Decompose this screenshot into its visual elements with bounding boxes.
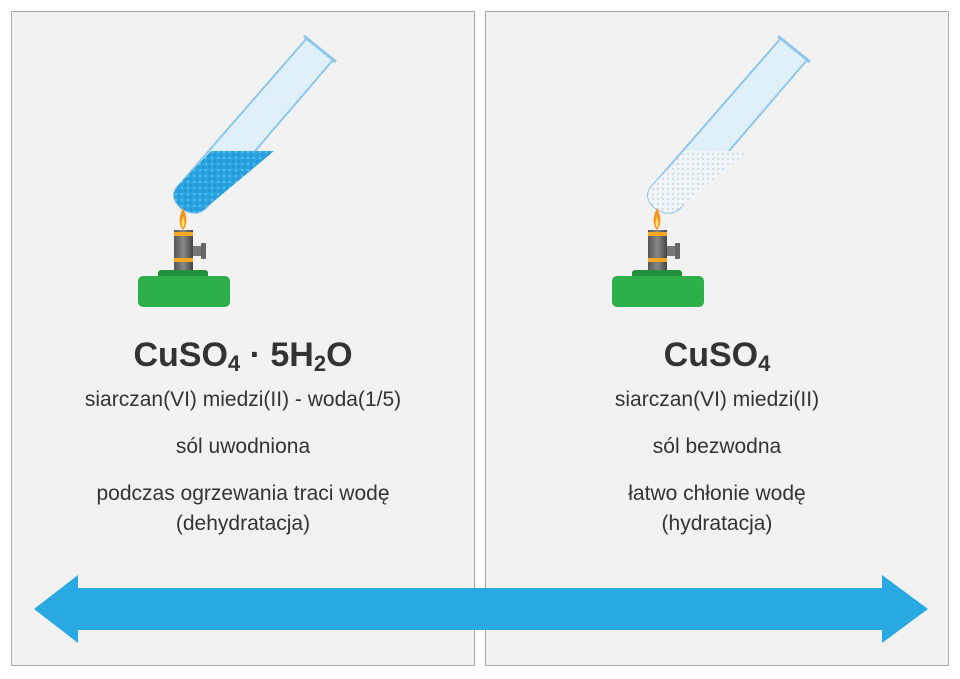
flame-icon [653, 208, 661, 230]
formula-anhydrous: CuSO4 [663, 336, 771, 376]
description-line-1: łatwo chłonie wodę [628, 482, 806, 505]
test-tube-over-burner-icon [138, 34, 337, 307]
description-line-2: (dehydratacja) [175, 512, 311, 535]
salt-type: sól bezwodna [652, 435, 782, 458]
compound-name: siarczan(VI) miedzi(II) [614, 388, 820, 411]
test-tube-icon [647, 34, 811, 214]
salt-type: sól uwodniona [175, 435, 311, 458]
burner-icon [138, 230, 230, 307]
test-tube-icon [173, 34, 337, 214]
description-line-1: podczas ogrzewania traci wodę [96, 482, 390, 505]
formula-hydrated: CuSO4 · 5H2O [133, 336, 353, 376]
description-line-2: (hydratacja) [661, 512, 773, 535]
compound-name: siarczan(VI) miedzi(II) - woda(1/5) [84, 388, 402, 411]
flame-icon [179, 208, 187, 230]
test-tube-over-burner-icon [612, 34, 811, 307]
burner-icon [612, 230, 704, 307]
panel-anhydrous-salt: CuSO4 siarczan(VI) miedzi(II) sól bezwod… [485, 11, 949, 666]
panel-hydrated-salt: CuSO4 · 5H2O siarczan(VI) miedzi(II) - w… [11, 11, 475, 666]
